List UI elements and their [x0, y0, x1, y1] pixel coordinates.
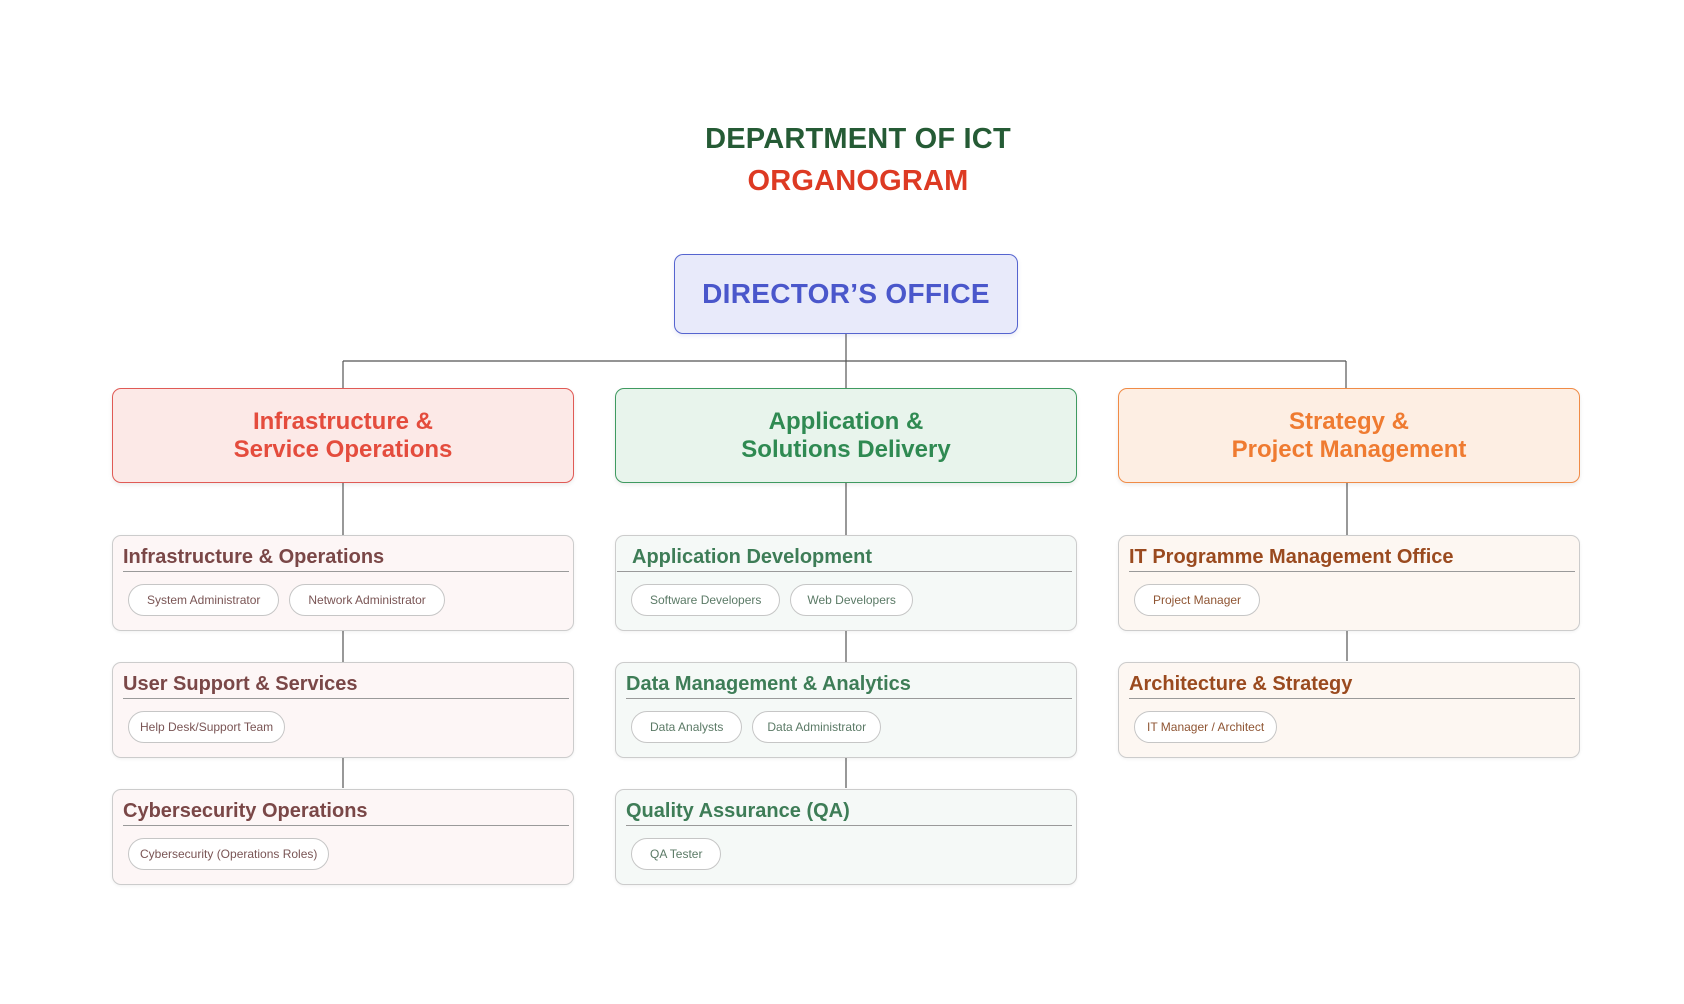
- unit-title: Quality Assurance (QA): [626, 798, 1072, 826]
- role-pill[interactable]: System Administrator: [128, 584, 280, 616]
- role-pill[interactable]: Data Administrator: [752, 711, 882, 743]
- unit-title: Application Development: [617, 544, 1072, 572]
- role-pill[interactable]: Web Developers: [790, 584, 913, 616]
- unit-title: Data Management & Analytics: [626, 671, 1072, 699]
- page-title: DEPARTMENT OF ICT: [705, 123, 1011, 155]
- role-pill[interactable]: QA Tester: [631, 838, 722, 870]
- role-pill[interactable]: Project Manager: [1134, 584, 1261, 616]
- directors-office-box[interactable]: DIRECTOR’S OFFICE: [674, 254, 1018, 334]
- role-pill[interactable]: Data Analysts: [631, 711, 743, 743]
- dept-label-line2: Solutions Delivery: [741, 435, 951, 463]
- unit-title: IT Programme Management Office: [1129, 544, 1575, 572]
- unit-title: Cybersecurity Operations: [123, 798, 569, 826]
- dept-label-line2: Service Operations: [233, 435, 453, 463]
- unit-title: Architecture & Strategy: [1129, 671, 1575, 699]
- dept-strategy-project-management[interactable]: Strategy & Project Management: [1118, 388, 1580, 483]
- unit-architecture-strategy[interactable]: Architecture & Strategy IT Manager / Arc…: [1118, 662, 1580, 758]
- dept-label-line1: Infrastructure &: [252, 407, 434, 435]
- role-pill[interactable]: IT Manager / Architect: [1134, 711, 1278, 743]
- dept-label-line1: Strategy &: [1288, 407, 1410, 435]
- unit-it-programme-management-office[interactable]: IT Programme Management Office Project M…: [1118, 535, 1580, 631]
- unit-data-management-analytics[interactable]: Data Management & Analytics Data Analyst…: [615, 662, 1077, 758]
- directors-office-label: DIRECTOR’S OFFICE: [702, 278, 990, 309]
- unit-infrastructure-operations[interactable]: Infrastructure & Operations System Admin…: [112, 535, 574, 631]
- unit-user-support-services[interactable]: User Support & Services Help Desk/Suppor…: [112, 662, 574, 758]
- role-pill[interactable]: Software Developers: [631, 584, 781, 616]
- dept-label-line2: Project Management: [1231, 435, 1467, 463]
- dept-label-line1: Application &: [768, 407, 924, 435]
- dept-infrastructure-service-operations[interactable]: Infrastructure & Service Operations: [112, 388, 574, 483]
- page-subtitle: ORGANOGRAM: [747, 165, 969, 197]
- role-pill[interactable]: Cybersecurity (Operations Roles): [128, 838, 330, 870]
- unit-title: User Support & Services: [123, 671, 569, 699]
- role-pill[interactable]: Help Desk/Support Team: [128, 711, 286, 743]
- dept-application-solutions-delivery[interactable]: Application & Solutions Delivery: [615, 388, 1077, 483]
- unit-cybersecurity-operations[interactable]: Cybersecurity Operations Cybersecurity (…: [112, 789, 574, 885]
- role-pill[interactable]: Network Administrator: [289, 584, 445, 616]
- unit-application-development[interactable]: Application Development Software Develop…: [615, 535, 1077, 631]
- unit-quality-assurance[interactable]: Quality Assurance (QA) QA Tester: [615, 789, 1077, 885]
- unit-title: Infrastructure & Operations: [123, 544, 569, 572]
